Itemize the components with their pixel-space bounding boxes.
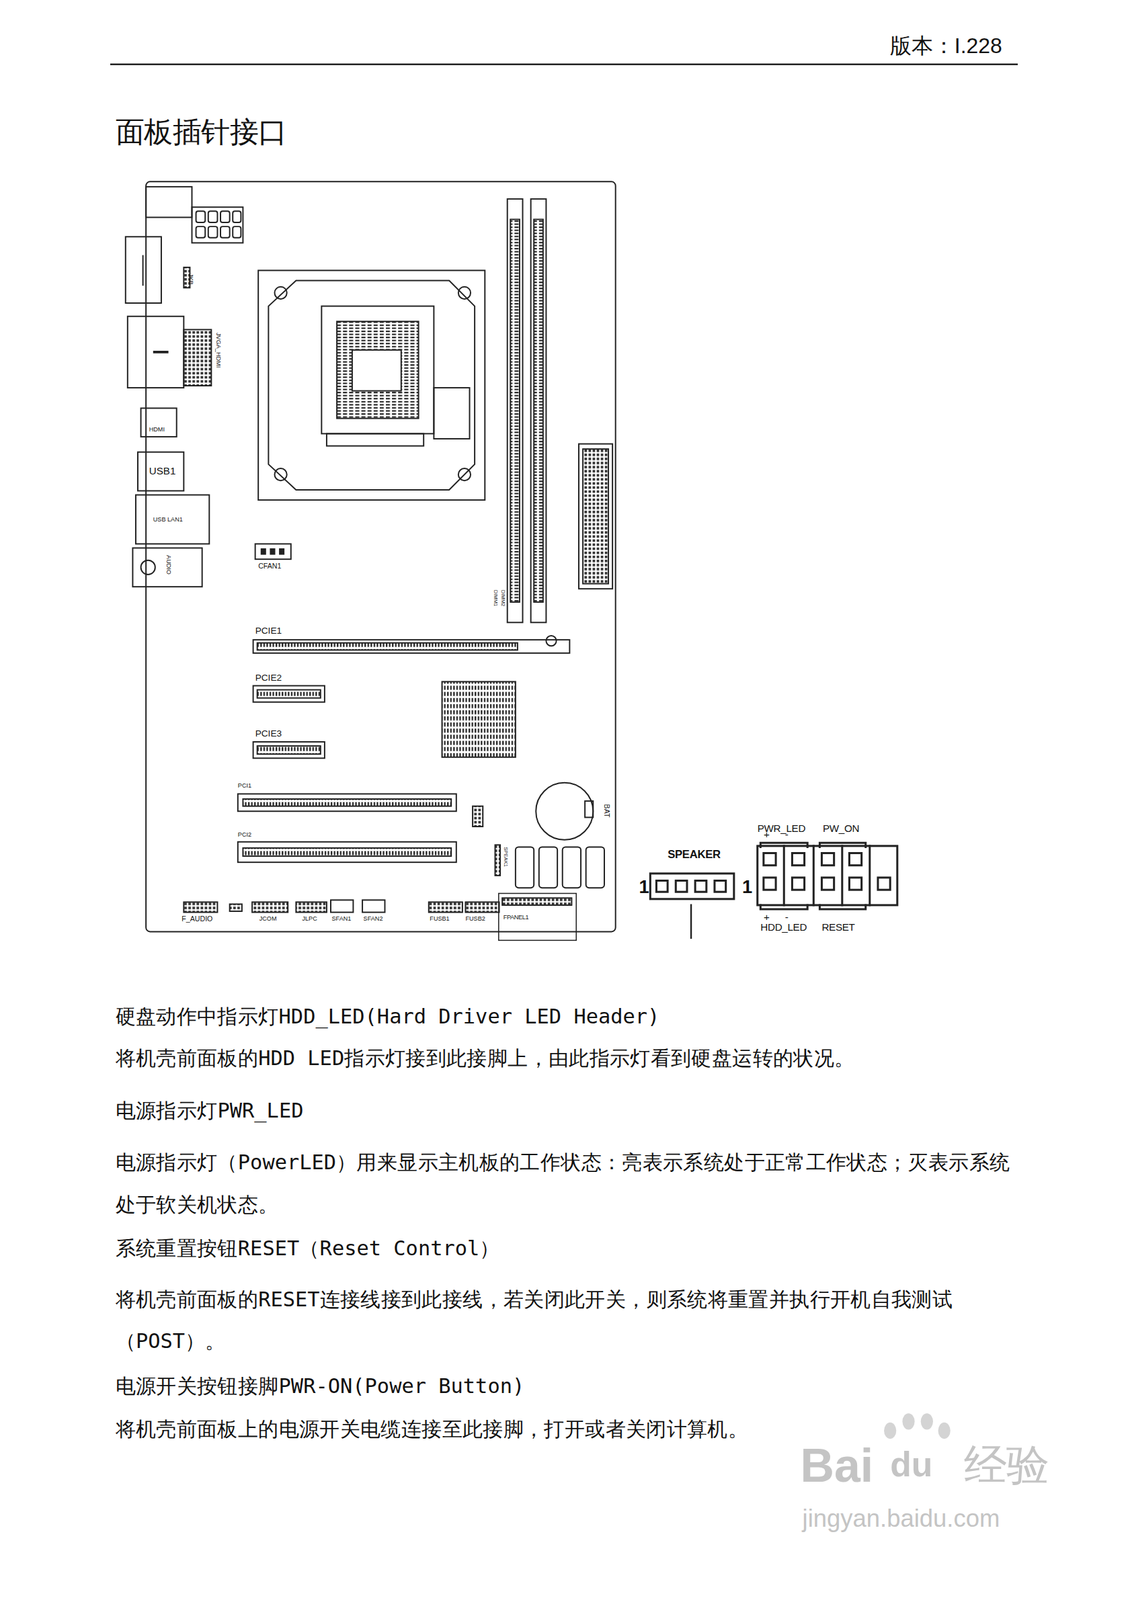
part-label: FUSB1 xyxy=(429,915,450,923)
pin-one-mark: 1 xyxy=(742,876,753,898)
body-text: 将机壳前面板的HDD LED指示灯接到此接脚上，由此指示灯看到硬盘运转的状况。 xyxy=(115,1047,1025,1071)
part-label: USB1 xyxy=(149,465,177,477)
part-label: JCOM xyxy=(259,915,277,923)
part-label: HDMI xyxy=(149,426,165,434)
part-label: PCI1 xyxy=(237,783,252,790)
page-title: 面板插针接口 xyxy=(115,116,288,150)
pin-label: RESET xyxy=(821,921,855,934)
pin-label: FPANEL1 xyxy=(503,914,530,922)
pin-label: PW_ON xyxy=(822,822,860,835)
body-text: 将机壳前面板上的电源开关电缆连接至此接脚，打开或者关闭计算机。 xyxy=(115,1417,1025,1442)
speaker-header: SPEAKER xyxy=(649,872,736,901)
watermark: jingyan.baidu.com xyxy=(802,1504,1001,1533)
part-label: PCIE3 xyxy=(255,728,283,740)
part-label: SFAN1 xyxy=(332,915,352,923)
part-label: DIMM2 xyxy=(499,590,506,607)
part-label: BAT xyxy=(602,804,611,819)
part-label: PCIE1 xyxy=(255,625,283,637)
part-label: USB LAN1 xyxy=(153,516,183,523)
part-label: PCIE2 xyxy=(255,672,283,684)
part-label: SPEAK1 xyxy=(502,847,509,868)
pin-label: HDD_LED xyxy=(760,921,807,934)
highlight-box: FPANEL1 xyxy=(498,893,577,942)
body-text: 将机壳前面板的RESET连接线接到此接线，若关闭此开关，则系统将重置并执行开机自… xyxy=(115,1279,1025,1364)
part-label: DIMM1 xyxy=(492,590,499,607)
part-label: JKB xyxy=(186,273,194,286)
pin-label: PWR_LED xyxy=(757,822,806,835)
body-heading: 电源开关按钮接脚PWR-ON(Power Button) xyxy=(115,1374,526,1399)
body-heading: 电源指示灯PWR_LED xyxy=(115,1099,304,1123)
version-header: 版本：I.228 xyxy=(890,33,1003,59)
watermark: Bai xyxy=(800,1439,874,1494)
watermark: du xyxy=(890,1445,933,1485)
part-label: PCI2 xyxy=(237,832,252,839)
body-heading: 系统重置按钮RESET（Reset Control） xyxy=(115,1236,501,1261)
part-label: CFAN1 xyxy=(258,562,281,571)
body-text: 电源指示灯（PowerLED）用来显示主机板的工作状态：亮表示系统处于正常工作状… xyxy=(115,1142,1025,1227)
part-label: F_AUDIO xyxy=(181,915,213,924)
body-heading: 硬盘动作中指示灯HDD_LED(Hard Driver LED Header) xyxy=(115,1005,661,1030)
part-label: FUSB2 xyxy=(465,915,485,923)
pin-one-mark: 1 xyxy=(639,876,650,898)
pin-label: SPEAKER xyxy=(667,848,721,862)
front-panel-header: PWR_LEDPW_ONHDD_LEDRESET xyxy=(756,844,899,907)
part-label: JLPC xyxy=(301,915,317,923)
part-label: SFAN2 xyxy=(363,915,384,923)
watermark: 经验 xyxy=(963,1441,1051,1491)
part-label: AUDIO xyxy=(164,555,172,575)
polarity-mark: + xyxy=(763,911,770,923)
part-label: JVGA_HDMI xyxy=(214,332,222,368)
polarity-mark: - xyxy=(785,911,789,923)
